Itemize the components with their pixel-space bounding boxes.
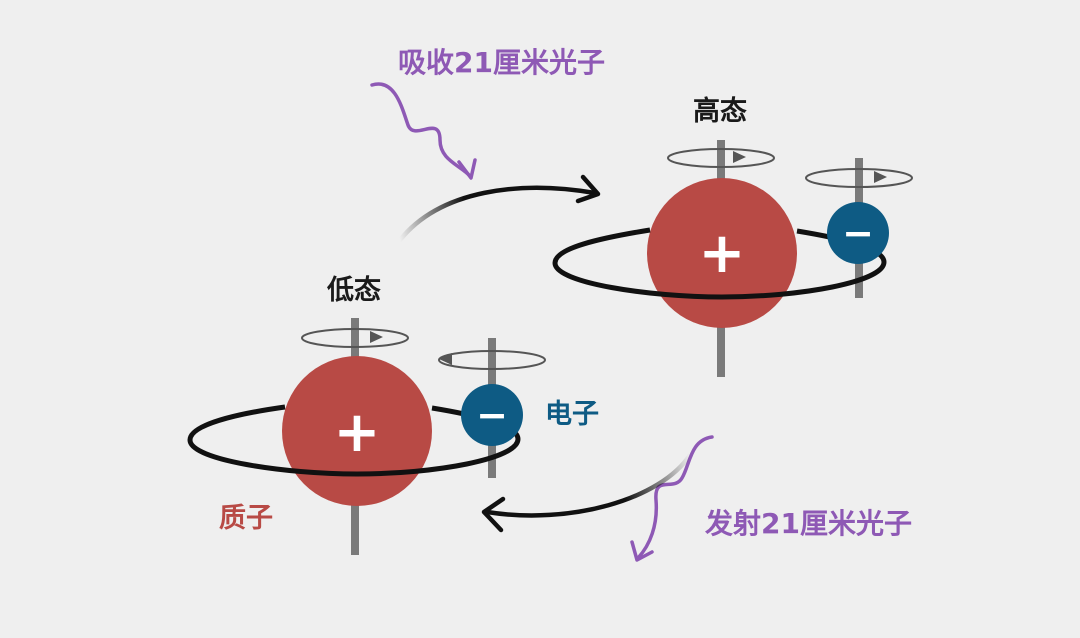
high-state-label: 高态 (693, 95, 747, 127)
low-proton-spin-icon (301, 328, 409, 348)
low-electron-spin-icon (438, 350, 546, 370)
high-proton (647, 178, 797, 328)
emit-photon-label: 发射21厘米光子 (704, 507, 912, 540)
absorb-photon-arrow (370, 82, 477, 180)
low-state-label: 低态 (326, 275, 381, 306)
transition-arrow-up (397, 174, 601, 243)
transition-arrow-down (481, 452, 693, 533)
high-state-atom: + − (552, 140, 913, 377)
high-proton-plus-icon: + (699, 221, 746, 286)
absorb-photon-label: 吸收21厘米光子 (398, 46, 605, 79)
low-electron-minus-icon: − (476, 393, 508, 437)
high-electron-minus-icon: − (842, 211, 874, 255)
low-proton (282, 356, 432, 506)
low-proton-plus-icon: + (334, 400, 381, 465)
low-state-atom: + − (187, 318, 546, 555)
emit-photon-arrow (630, 435, 714, 562)
low-electron (461, 384, 523, 446)
proton-label: 质子 (219, 503, 273, 534)
high-electron-spin-icon (805, 168, 913, 188)
high-proton-spin-icon (667, 148, 775, 168)
high-electron (827, 202, 889, 264)
electron-label: 电子 (545, 399, 599, 430)
